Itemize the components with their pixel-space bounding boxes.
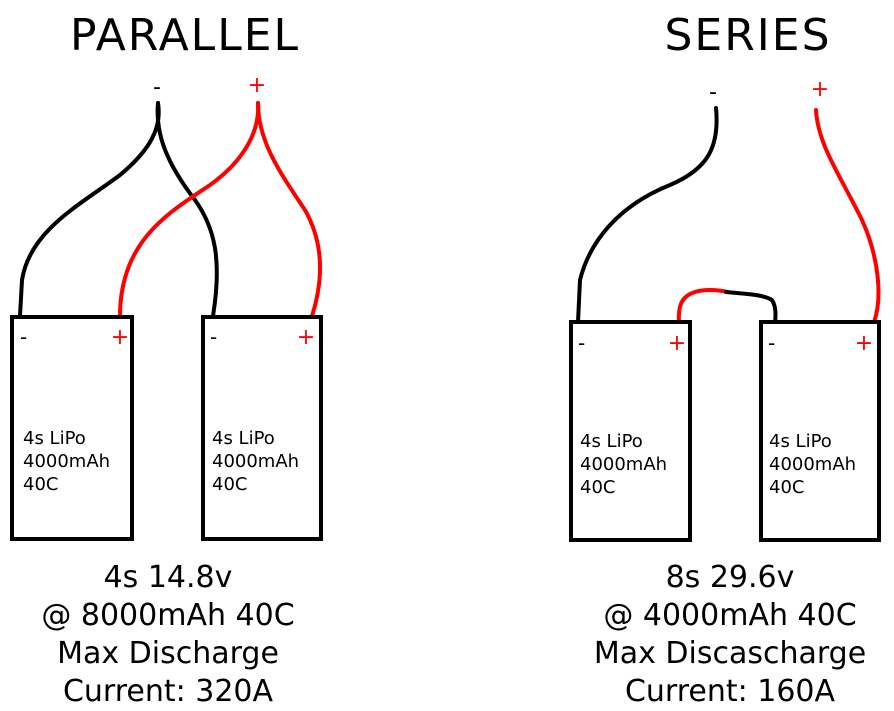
series-battery-1: - + 4s LiPo 4000mAh 40C	[569, 320, 692, 542]
parallel-section: PARALLEL - + - + 4s LiPo 4000mAh 40C - +…	[10, 10, 323, 709]
battery-c-rating-label: 40C	[23, 474, 58, 495]
parallel-summary: 4s 14.8v @ 8000mAh 40C Max Discharge Cur…	[41, 560, 294, 709]
battery-capacity-label: 4000mAh	[769, 454, 856, 475]
series-jumper-wire-positive	[676, 288, 730, 324]
negative-terminal-label: -	[578, 331, 585, 355]
series-summary-line-3: Max Discascharge	[594, 636, 866, 671]
parallel-positive-wire-right	[256, 101, 322, 318]
parallel-battery-2: - + 4s LiPo 4000mAh 40C	[201, 315, 323, 541]
parallel-title: PARALLEL	[70, 10, 300, 61]
series-main-negative-label: -	[709, 80, 717, 105]
negative-terminal-label: -	[210, 325, 217, 349]
series-section: SERIES - + - + 4s LiPo 4000mAh 40C - + 4…	[569, 10, 881, 709]
parallel-summary-line-2: @ 8000mAh 40C	[41, 598, 294, 633]
battery-c-rating-label: 40C	[769, 477, 804, 498]
positive-terminal-label: +	[297, 325, 315, 350]
positive-terminal-label: +	[111, 325, 129, 350]
series-summary-line-2: @ 4000mAh 40C	[603, 598, 856, 633]
battery-type-label: 4s LiPo	[23, 428, 86, 449]
battery-type-label: 4s LiPo	[580, 431, 643, 452]
battery-capacity-label: 4000mAh	[580, 454, 667, 475]
series-summary: 8s 29.6v @ 4000mAh 40C Max Discascharge …	[594, 560, 866, 709]
series-main-positive-label: +	[811, 77, 829, 102]
series-summary-line-4: Current: 160A	[625, 674, 836, 709]
parallel-main-negative-label: -	[153, 75, 161, 100]
parallel-battery-1: - + 4s LiPo 4000mAh 40C	[10, 315, 134, 541]
parallel-main-positive-label: +	[248, 73, 266, 98]
positive-terminal-label: +	[855, 331, 873, 356]
battery-body	[759, 320, 881, 542]
battery-capacity-label: 4000mAh	[212, 451, 299, 472]
series-summary-line-1: 8s 29.6v	[666, 560, 795, 595]
battery-body	[10, 315, 134, 541]
series-title: SERIES	[664, 10, 831, 61]
series-battery-2: - + 4s LiPo 4000mAh 40C	[759, 320, 881, 542]
series-positive-wire	[814, 108, 881, 324]
battery-type-label: 4s LiPo	[212, 428, 275, 449]
positive-terminal-label: +	[668, 331, 686, 356]
battery-type-label: 4s LiPo	[769, 431, 832, 452]
battery-c-rating-label: 40C	[580, 477, 615, 498]
parallel-positive-wire-left	[118, 101, 261, 318]
parallel-summary-line-4: Current: 320A	[63, 674, 274, 709]
negative-terminal-label: -	[20, 325, 27, 349]
parallel-summary-line-1: 4s 14.8v	[104, 560, 233, 595]
battery-body	[569, 320, 692, 542]
series-jumper-wire-negative	[724, 290, 778, 324]
battery-body	[201, 315, 323, 541]
parallel-negative-wire-left	[18, 101, 161, 318]
parallel-negative-wire-right	[155, 101, 219, 318]
battery-c-rating-label: 40C	[212, 474, 247, 495]
parallel-summary-line-3: Max Discharge	[57, 636, 279, 671]
battery-capacity-label: 4000mAh	[23, 451, 110, 472]
negative-terminal-label: -	[768, 331, 775, 355]
series-negative-wire	[576, 106, 719, 324]
